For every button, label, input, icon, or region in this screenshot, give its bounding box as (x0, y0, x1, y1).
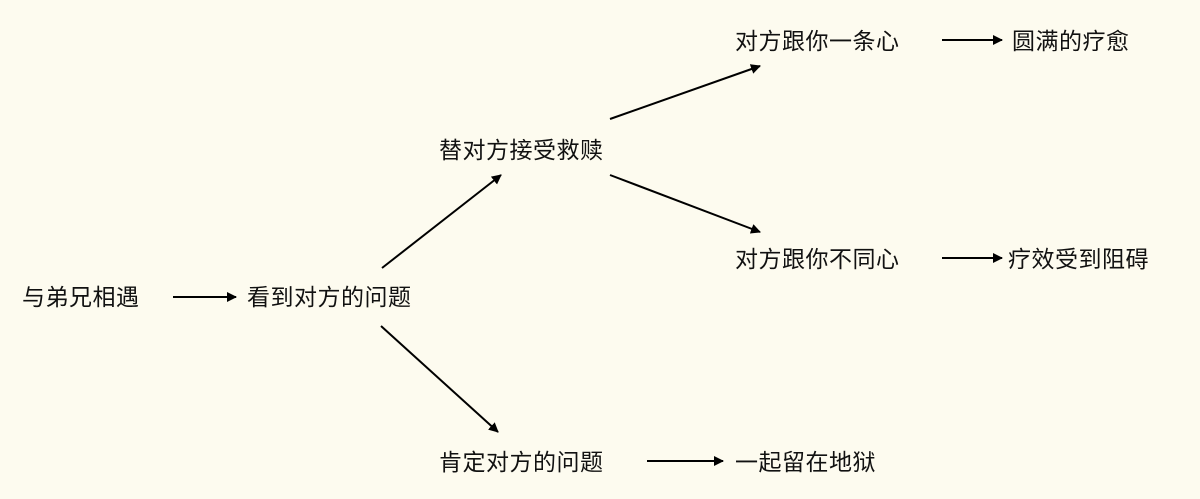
node-full-healing: 圆满的疗愈 (1012, 29, 1130, 55)
node-accept-atonement: 替对方接受救赎 (439, 138, 604, 164)
node-meet-brother: 与弟兄相遇 (22, 285, 140, 311)
node-affirm-problem: 肯定对方的问题 (439, 450, 604, 476)
node-stay-in-hell: 一起留在地狱 (735, 450, 876, 476)
node-healing-blocked: 疗效受到阻碍 (1008, 247, 1149, 273)
arrow-see-problem-to-affirm-problem (380, 325, 499, 433)
arrow-see-problem-to-accept-atonement (381, 174, 502, 269)
node-different-mind: 对方跟你不同心 (735, 247, 900, 273)
arrow-accept-atonement-to-different-mind (609, 174, 761, 234)
node-see-problem: 看到对方的问题 (247, 285, 412, 311)
node-same-mind: 对方跟你一条心 (735, 29, 900, 55)
arrow-accept-atonement-to-same-mind (609, 64, 761, 120)
